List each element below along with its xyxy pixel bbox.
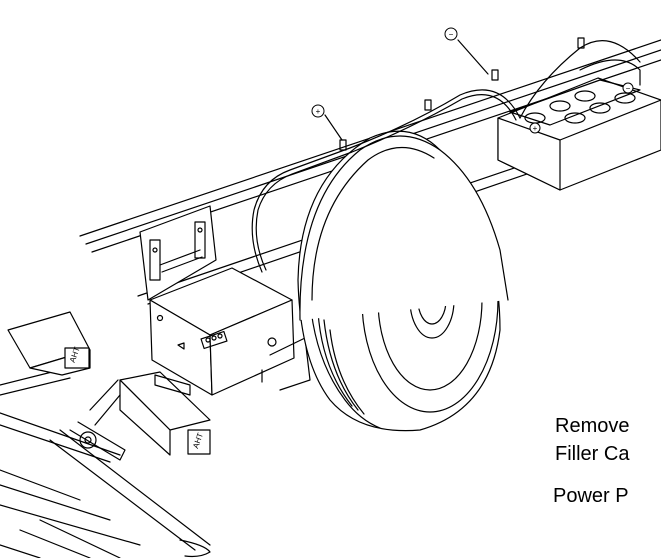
hitch-post-rear xyxy=(69,371,211,461)
battery-positive-symbol: + xyxy=(533,124,538,133)
drive-motor-box xyxy=(149,267,311,396)
trailer-tongue-rail xyxy=(0,369,211,558)
caption-filler-cap: Filler Ca xyxy=(555,443,630,465)
negative-terminal-symbol: − xyxy=(449,30,454,39)
caption-power: Power P xyxy=(553,485,629,507)
wheel-fender xyxy=(299,135,509,321)
mounting-bracket xyxy=(139,205,217,301)
positive-terminal-symbol: + xyxy=(316,107,321,116)
battery-positive-terminal: + xyxy=(529,122,541,134)
callout-leader-negative xyxy=(457,39,489,75)
wiring-harness xyxy=(251,37,641,273)
battery-box xyxy=(497,59,661,191)
caption-remove: Remove xyxy=(555,415,630,437)
hitch-post-front xyxy=(7,311,91,376)
callout-leader-positive xyxy=(324,114,343,141)
battery-negative-symbol: − xyxy=(626,84,631,93)
negative-terminal-callout: − xyxy=(444,27,458,41)
battery-negative-terminal: − xyxy=(622,82,634,94)
positive-terminal-callout: + xyxy=(311,104,325,118)
